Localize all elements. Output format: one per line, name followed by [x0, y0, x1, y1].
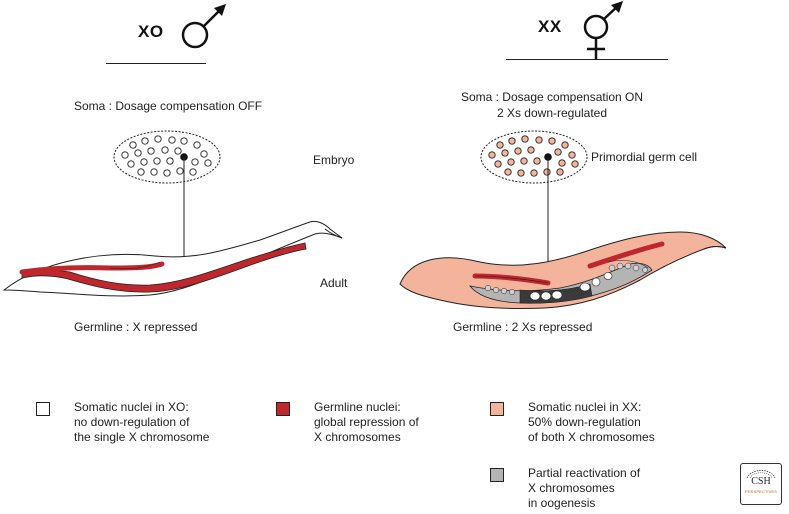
legend-swatch-somatic-xo	[36, 402, 50, 416]
xo-soma-text: Soma : Dosage compensation OFF	[74, 99, 263, 113]
xx-pgc-label: Primordial germ cell	[591, 150, 698, 164]
xx-embryo	[480, 130, 588, 184]
xo-embryo	[113, 130, 221, 184]
xo-adult-worm	[2, 220, 343, 297]
legend-text-reactivation: Partial reactivation of X chromosomes in…	[528, 466, 641, 510]
xx-genotype-label: XX	[538, 17, 562, 36]
xo-genotype-label: XO	[138, 22, 164, 41]
logo-text-csh: CSH	[751, 476, 771, 487]
logo-text-perspectives: PERSPECTIVES	[745, 489, 777, 494]
legend-text-somatic-xx: Somatic nuclei in XX: 50% down-regulatio…	[528, 400, 655, 444]
legend-swatch-somatic-xx	[490, 402, 504, 416]
xx-soma-text-line2: 2 Xs down-regulated	[496, 106, 608, 120]
xx-soma-text-line1: Soma : Dosage compensation ON	[460, 90, 644, 104]
legend-text-somatic-xo: Somatic nuclei in XO: no down-regulation…	[74, 400, 210, 444]
xx-adult-worm	[399, 231, 727, 310]
legend-swatch-germline	[276, 402, 290, 416]
xo-germline-text: Germline : X repressed	[74, 320, 198, 334]
legend-text-germline: Germline nuclei: global repression of X …	[314, 400, 419, 444]
xx-germline-text: Germline : 2 Xs repressed	[453, 320, 593, 334]
csh-perspectives-logo: CSH PERSPECTIVES	[740, 463, 782, 505]
left-divider	[106, 63, 206, 64]
xo-embryo-label: Embryo	[313, 153, 355, 167]
legend-swatch-reactivation	[490, 468, 504, 482]
xo-adult-label: Adult	[320, 276, 348, 290]
right-divider	[506, 59, 668, 60]
